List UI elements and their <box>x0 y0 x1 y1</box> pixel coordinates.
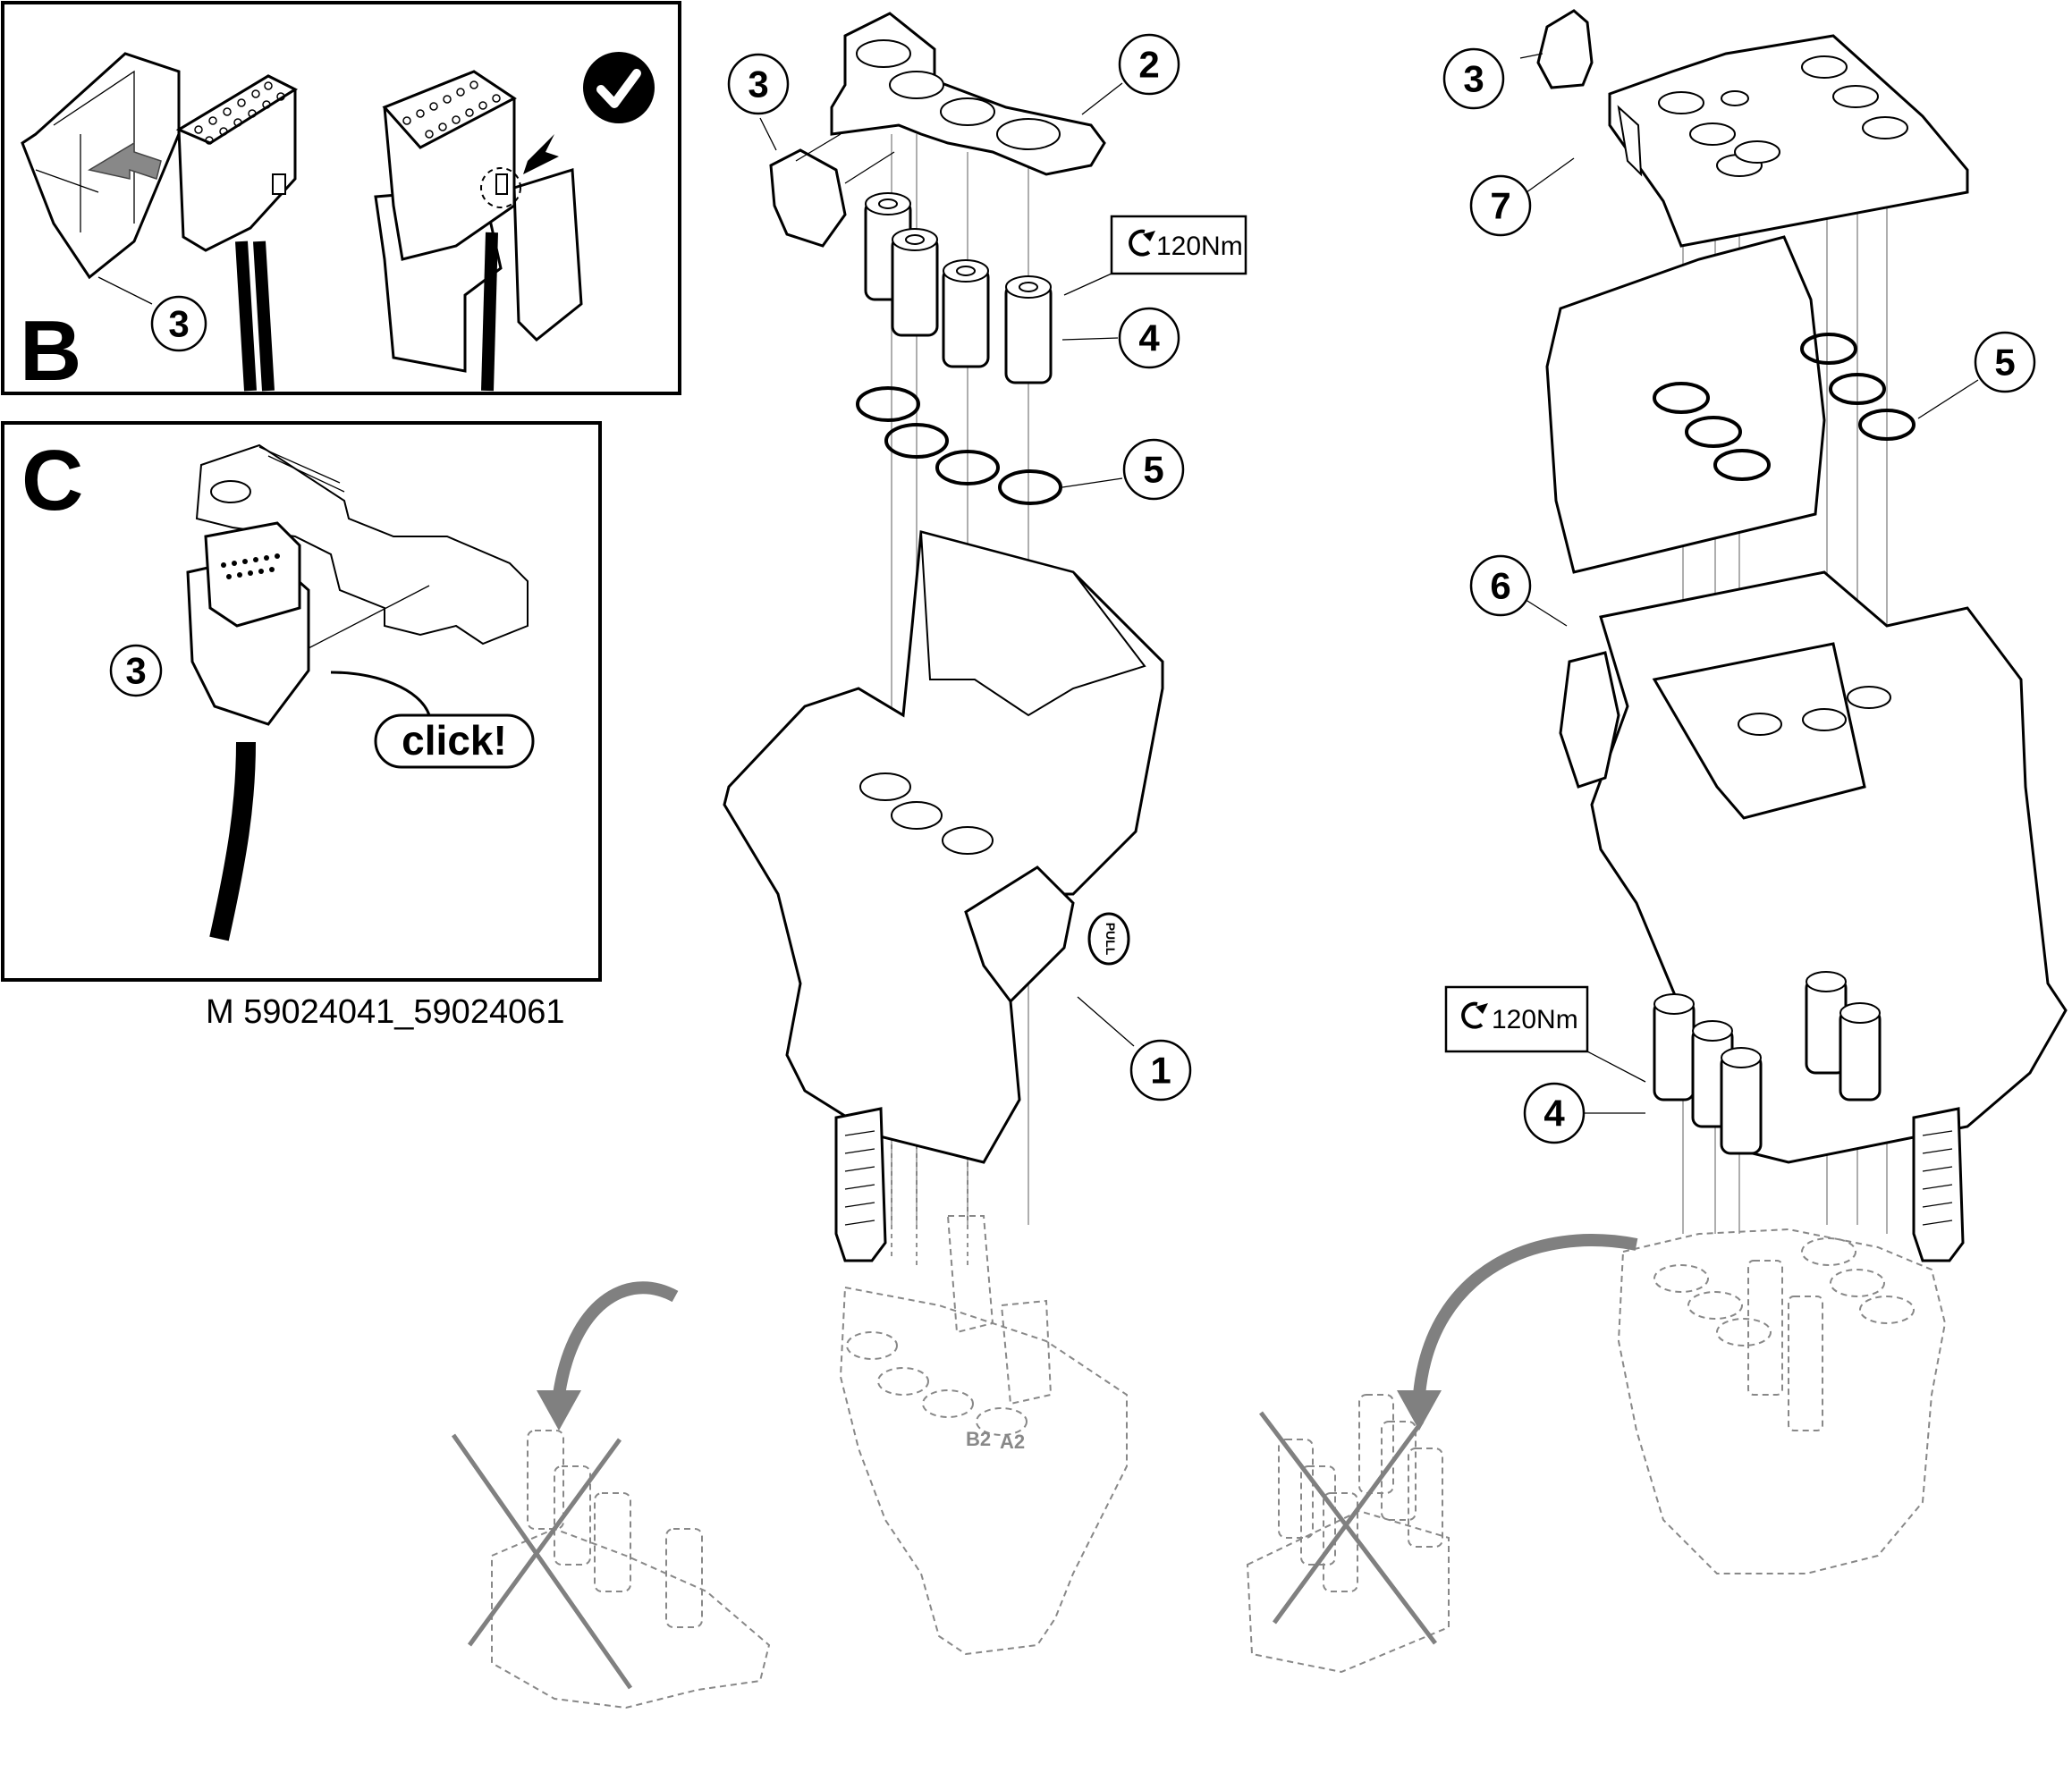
connector-plug-12pin <box>175 74 299 252</box>
part-4-couplings <box>864 192 1053 384</box>
panel-b-callout-3: 3 <box>150 295 207 352</box>
svg-text:5: 5 <box>1994 342 2015 384</box>
pointer-arrow-icon <box>523 134 559 174</box>
callout-right-7: 7 <box>1469 157 1575 237</box>
callout-left-1: 1 <box>1077 996 1192 1102</box>
callout-left-5: 5 <box>1061 438 1185 501</box>
coupling <box>1004 275 1053 384</box>
insert-arrow-icon <box>88 141 162 180</box>
cable <box>481 232 498 392</box>
svg-text:3: 3 <box>125 650 146 692</box>
ghost-valve-block: B2 A2 <box>839 1215 1128 1656</box>
removed-old-couplings <box>1246 1394 1450 1674</box>
port-label-a2: A2 <box>1000 1431 1025 1453</box>
pedal <box>1912 1107 1965 1262</box>
coupling <box>1720 1047 1763 1155</box>
rotate-clockwise-icon <box>1129 229 1151 257</box>
callout-right-3: 3 <box>1442 47 1543 110</box>
callout-left-2: 2 <box>1081 33 1180 115</box>
cover-plate <box>1545 235 1826 574</box>
svg-text:2: 2 <box>1138 44 1159 86</box>
torque-label-right: 120Nm <box>1444 985 1646 1083</box>
coupling <box>1805 971 1848 1075</box>
cross-out-line <box>451 1433 633 1690</box>
removed-old-couplings <box>451 1430 771 1709</box>
svg-text:120Nm: 120Nm <box>1156 232 1243 261</box>
part-7-holder-plate <box>1608 34 1969 248</box>
cross-out-line <box>1272 1420 1425 1625</box>
holder-plate-section <box>195 443 529 646</box>
panel-b-letter: B <box>20 303 81 399</box>
connector-housing-open <box>21 52 181 280</box>
svg-text:3: 3 <box>748 63 768 106</box>
panel-b: B 3 <box>1 1 681 399</box>
connector-assembled <box>374 70 583 373</box>
callout-left-4: 4 <box>1061 307 1180 369</box>
handle-frame <box>1559 570 2068 1262</box>
svg-text:5: 5 <box>1143 449 1163 491</box>
connector-clipped <box>186 521 430 726</box>
svg-text:3: 3 <box>1463 58 1484 100</box>
left-assembly: PULL B2 A2 <box>451 12 1247 1709</box>
svg-text:4: 4 <box>1543 1093 1565 1135</box>
svg-text:3: 3 <box>168 303 189 345</box>
svg-text:120Nm: 120Nm <box>1492 1005 1578 1034</box>
part-3-connector <box>1536 9 1594 89</box>
ghost-valve-block <box>1617 1228 1947 1574</box>
callout-right-6: 6 <box>1469 554 1568 627</box>
part-2-holder-plate <box>830 12 1106 176</box>
coupling <box>1653 993 1696 1102</box>
panel-c-letter: C <box>21 433 83 528</box>
remove-arrow-icon <box>1397 1234 1638 1431</box>
figure-reference-code: M 59024041_59024061 <box>206 993 565 1031</box>
svg-text:click!: click! <box>402 717 507 764</box>
cross-out-line <box>1259 1411 1437 1645</box>
panel-c-callout-3: 3 <box>109 644 163 697</box>
coupling <box>942 259 990 368</box>
pedal <box>834 1107 887 1262</box>
right-assembly: 120Nm 3 7 5 6 4 <box>1246 9 2068 1674</box>
svg-text:6: 6 <box>1490 565 1510 607</box>
svg-text:PULL: PULL <box>1104 923 1118 956</box>
coupling <box>891 228 939 337</box>
part-5-o-rings <box>1653 333 1916 481</box>
part-1-handle-frame: PULL <box>723 530 1164 1262</box>
check-circle-icon <box>583 52 655 123</box>
cable <box>235 241 275 392</box>
part-4-couplings <box>1653 971 1882 1155</box>
callout-right-4: 4 <box>1523 1082 1645 1144</box>
torque-label-left: 120Nm <box>1063 215 1247 296</box>
latch-highlight <box>480 167 521 208</box>
click-speech-bubble: click! <box>330 671 535 769</box>
cross-out-line <box>467 1438 622 1647</box>
remove-arrow-icon <box>537 1281 679 1431</box>
part-5-o-rings <box>856 386 1062 505</box>
coupling <box>1839 1002 1882 1102</box>
panel-c: C 3 click! <box>1 421 602 982</box>
svg-text:1: 1 <box>1150 1050 1171 1092</box>
callout-right-5: 5 <box>1917 331 2036 419</box>
port-label-b2: B2 <box>966 1428 991 1450</box>
callout-left-3: 3 <box>727 53 790 151</box>
pull-knob[interactable]: PULL <box>1087 912 1130 966</box>
cable <box>209 741 256 941</box>
part-3-connector <box>769 133 895 248</box>
rotate-clockwise-icon <box>1461 1001 1484 1029</box>
svg-text:4: 4 <box>1138 317 1160 359</box>
svg-text:7: 7 <box>1490 185 1510 227</box>
